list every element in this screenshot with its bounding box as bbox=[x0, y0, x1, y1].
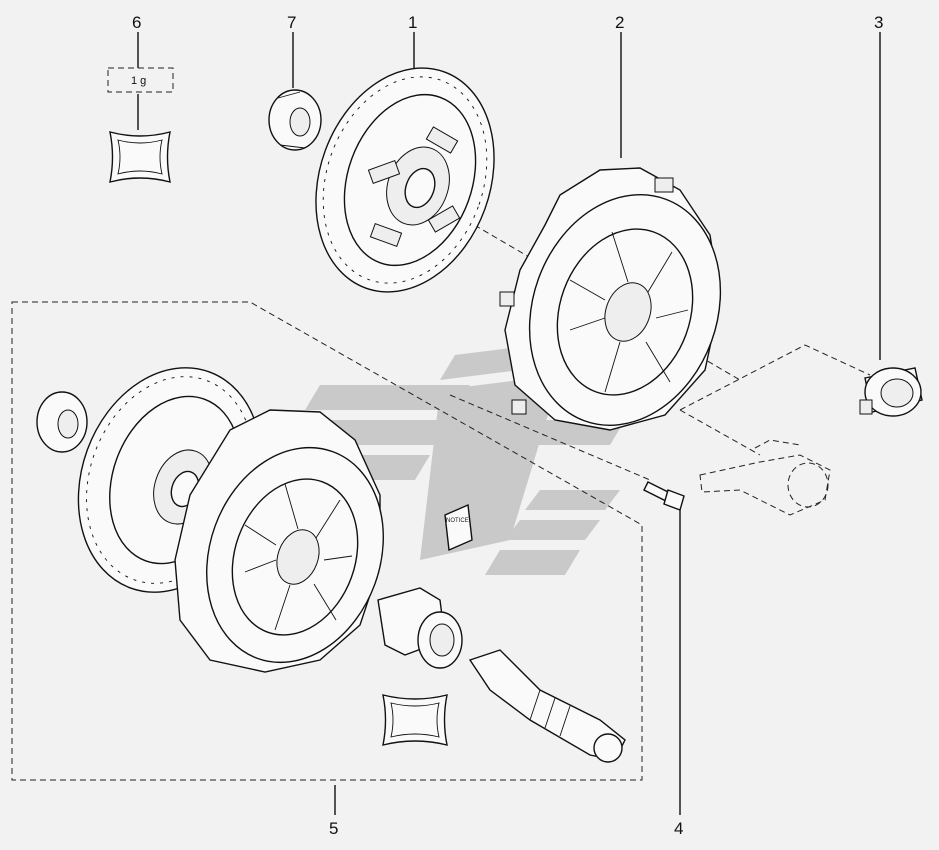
bolt bbox=[643, 481, 685, 511]
grease-quantity-box bbox=[107, 67, 174, 93]
release-bearing bbox=[859, 367, 923, 417]
pressure-plate bbox=[499, 167, 722, 431]
release-fork-reference bbox=[699, 439, 831, 516]
kit-grease-pack-icon bbox=[382, 694, 448, 746]
kit-pressure-plate bbox=[174, 409, 384, 673]
notice-label: NOTICE bbox=[446, 518, 469, 524]
callout-3: 3 bbox=[874, 13, 883, 32]
callout-2: 2 bbox=[615, 13, 624, 32]
callout-7: 7 bbox=[287, 13, 296, 32]
kit-alignment-tool bbox=[468, 649, 626, 763]
pilot-bearing-ring bbox=[268, 89, 322, 151]
callout-1: 1 bbox=[408, 13, 417, 32]
callout-4: 4 bbox=[674, 819, 683, 838]
kit-release-bearing bbox=[377, 587, 463, 669]
callout-6: 6 bbox=[132, 13, 141, 32]
alignment-line-fork bbox=[679, 409, 761, 456]
alignment-line-bearing bbox=[679, 344, 871, 411]
notice-booklet-icon: NOTICE bbox=[444, 503, 473, 552]
grease-quantity-label: 1 g bbox=[131, 75, 146, 87]
alignment-line-bolt bbox=[449, 394, 651, 481]
kit-pilot-ring bbox=[36, 391, 88, 453]
grease-pack-icon bbox=[109, 131, 171, 183]
clutch-disc bbox=[315, 67, 495, 293]
callout-5: 5 bbox=[329, 819, 338, 838]
kit-outline bbox=[11, 301, 643, 781]
